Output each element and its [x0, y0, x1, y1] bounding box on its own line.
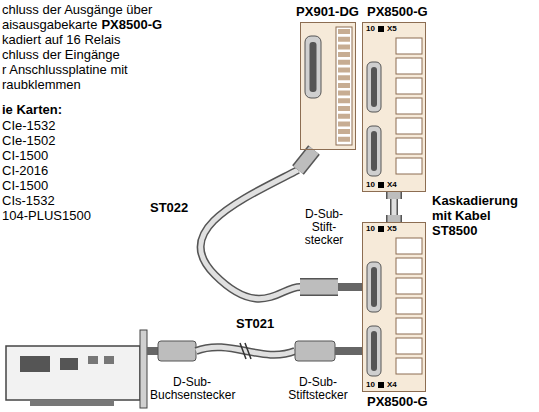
board-node: PX901-DG: [300, 22, 356, 150]
cable-stroke: [201, 170, 300, 299]
pci-card-part: [60, 358, 78, 370]
note-text: aisausgabekarte: [2, 17, 97, 32]
terminal-board-art: [300, 22, 356, 150]
cable-stroke: [386, 192, 402, 199]
connector-marking: 10: [366, 380, 375, 389]
relay-board-art: [362, 22, 426, 192]
terminal-board-art-part: [338, 29, 350, 143]
pci-card-part: [30, 400, 114, 406]
relay-board-art-part: [378, 182, 384, 188]
note-text: CI-2016: [2, 163, 48, 178]
note-text: CIe-1532: [2, 118, 55, 133]
terminal-board-art-part: [305, 36, 321, 98]
relay-board-art-part: [378, 226, 384, 232]
board-node: PX8500-G: [362, 222, 426, 392]
connector-marking: X4: [387, 180, 397, 189]
relay-board-art-part: [396, 358, 422, 374]
relay-board-art-part: [396, 38, 422, 54]
cable-stroke: [298, 150, 314, 170]
note-text: 104-PLUS1500: [2, 208, 91, 223]
pci-card-part: [104, 356, 114, 364]
connector-marking: X5: [387, 24, 397, 33]
relay-board-art-part: [396, 118, 422, 134]
plug-label: D-Sub- Stift- stecker: [302, 208, 346, 247]
note-text: CIe-1502: [2, 133, 55, 148]
relay-board-art-part: [396, 258, 422, 274]
terminal-board-art-part: [310, 42, 317, 92]
note-text: kadiert auf 16 Relais: [2, 32, 121, 47]
relay-board-art-part: [396, 338, 422, 354]
cable-connector: [201, 150, 362, 299]
plug-label: D-Sub- Stiftstecker: [282, 376, 354, 402]
connector-marking: 10: [366, 224, 375, 233]
relay-board-art-part: [396, 238, 422, 254]
relay-board-art-part: [367, 126, 381, 176]
pci-card-part: [88, 356, 98, 364]
cable-st021-part: [295, 341, 335, 361]
pci-card-part: [20, 356, 50, 372]
cable-st021-part: [335, 347, 362, 355]
board-caption: PX8500-G: [367, 394, 428, 409]
cable-stroke: [386, 215, 402, 222]
note-text: chluss der Ausgänge über: [2, 2, 152, 17]
relay-board-art-part: [362, 22, 426, 192]
note-text: ie Karten:: [2, 102, 62, 117]
cable-stroke: [390, 199, 398, 215]
note-text: chluss der Eingänge: [2, 47, 120, 62]
cable-st021-part: [158, 341, 196, 361]
pci-card-part: [6, 346, 140, 400]
note-text: CIs-1532: [2, 193, 55, 208]
relay-board-art-part: [396, 138, 422, 154]
relay-board-art-part: [362, 222, 426, 392]
pci-card-part: [140, 330, 147, 408]
cable-stroke: [298, 150, 314, 170]
cable-st021-part: [196, 347, 295, 355]
terminal-board-art-part: [300, 22, 356, 150]
note-text: CI-1500: [2, 178, 48, 193]
cable-stroke: [338, 283, 362, 291]
note-text: ST021: [236, 316, 274, 331]
relay-board-art-part: [367, 262, 381, 312]
relay-board-art-part: [378, 26, 384, 32]
terminal-board-art-part: [336, 27, 352, 145]
cable-stroke: [392, 199, 397, 215]
cable-connector: [394, 192, 395, 222]
cable-st021-part: [147, 347, 158, 355]
relay-board-art-part: [396, 58, 422, 74]
connector-marking: 10: [366, 24, 375, 33]
relay-board-art-part: [396, 158, 422, 174]
cable-label: Kaskadierung mit Kabel ST8500: [432, 193, 527, 238]
cable-st021-part: [240, 343, 251, 359]
relay-board-art-part: [367, 326, 381, 376]
relay-board-art-part: [396, 78, 422, 94]
note-text: r Anschlussplatine mit: [2, 62, 128, 77]
relay-board-art: [362, 222, 426, 392]
cable-stroke: [300, 278, 338, 296]
cable-st021: [147, 341, 362, 361]
board-caption: PX901-DG: [296, 4, 359, 19]
relay-board-art-part: [396, 298, 422, 314]
note-text: raubklemmen: [2, 77, 81, 92]
cable-stroke: [388, 215, 401, 222]
board-node: PX8500-G: [362, 22, 426, 192]
relay-board-art-part: [396, 278, 422, 294]
connector-marking: 10: [366, 180, 375, 189]
cable-label: ST022: [150, 200, 188, 215]
note-text: CI-1500: [2, 148, 48, 163]
connector-marking: X5: [387, 224, 397, 233]
cable-st021-part: [196, 347, 295, 355]
connector-marking: X4: [387, 380, 397, 389]
relay-board-art-part: [378, 382, 384, 388]
cable-stroke: [300, 280, 338, 295]
cable-stroke: [201, 170, 300, 299]
board-caption: PX8500-G: [367, 4, 428, 19]
pci-card: [6, 330, 147, 408]
plug-label: D-Sub- Buchsenstecker: [150, 376, 234, 402]
cable-stroke: [388, 192, 401, 199]
relay-board-art-part: [367, 62, 381, 112]
relay-board-art-part: [396, 318, 422, 334]
note-text: PX8500-G: [101, 17, 162, 32]
relay-board-art-part: [396, 98, 422, 114]
